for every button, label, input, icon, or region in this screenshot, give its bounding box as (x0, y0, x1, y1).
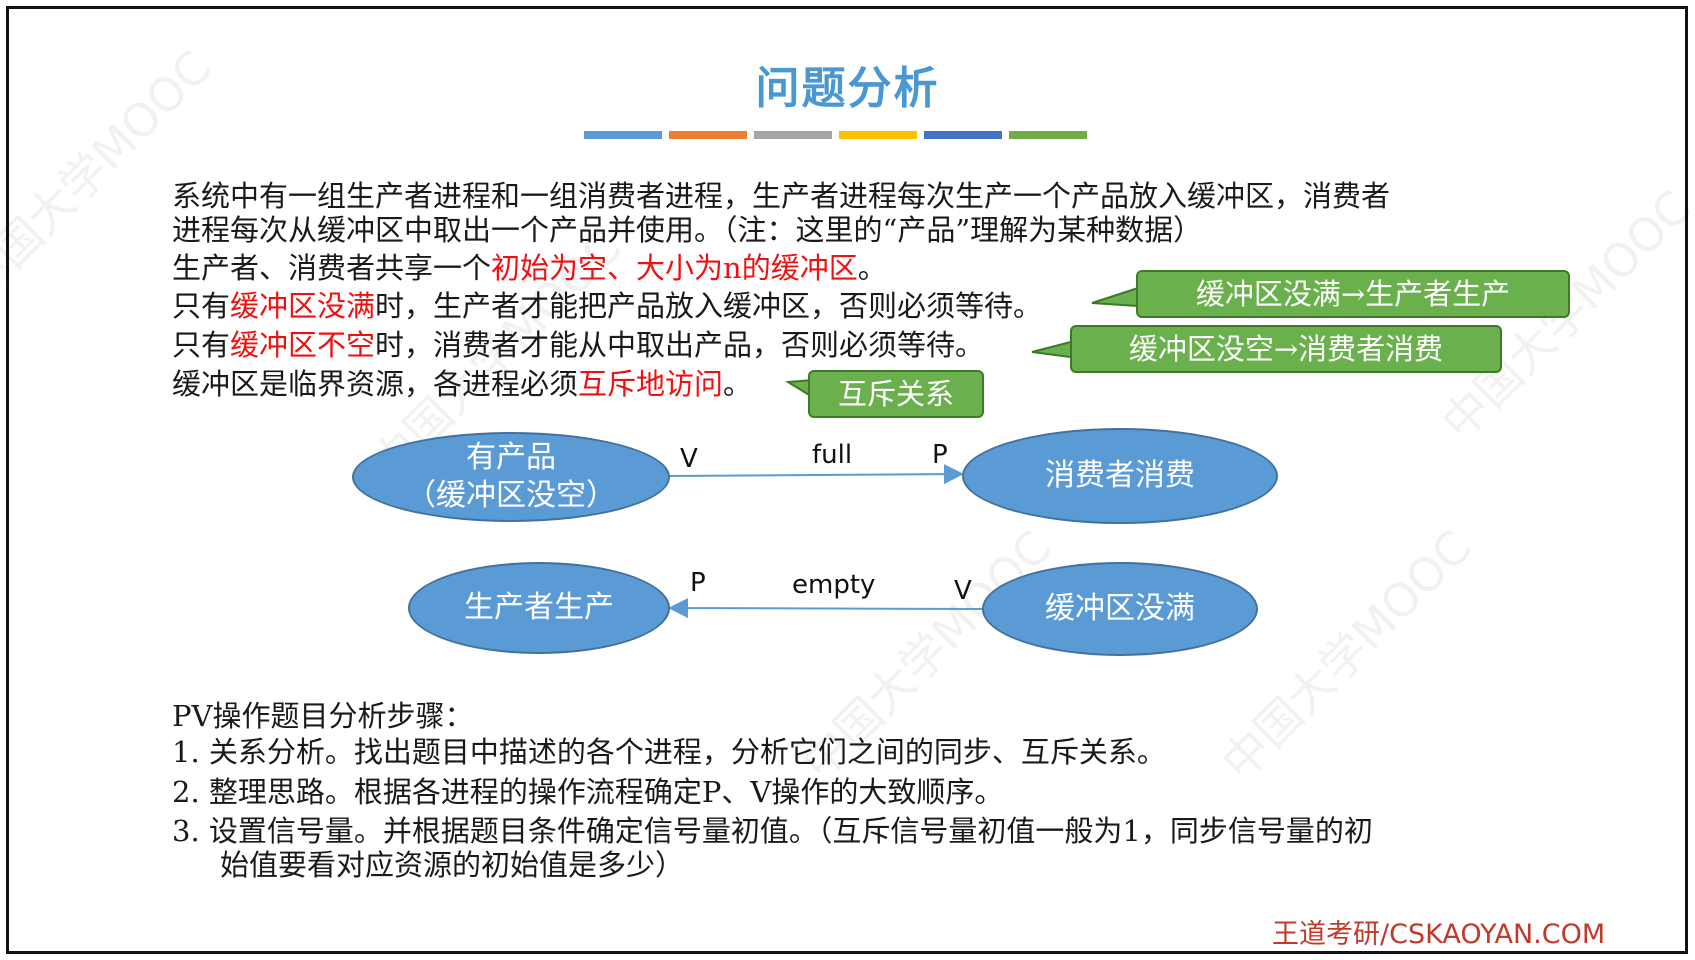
slide-title: 问题分析 (755, 63, 940, 114)
empty-v-label: V (954, 576, 972, 606)
full-p-label: P (932, 440, 948, 470)
color-bar (754, 131, 832, 139)
callout-producer: 缓冲区没满→生产者生产 (1136, 270, 1570, 318)
full-arrow (669, 464, 964, 485)
highlight-text: 初始为空、大小为n的缓冲区 (491, 251, 858, 285)
ellipse-producer: 生产者生产 (408, 562, 670, 654)
ellipse-label: （缓冲区没空） (406, 478, 616, 513)
ellipse-buffer-not-full: 缓冲区没满 (982, 562, 1258, 656)
intro-line-1: 系统中有一组生产者进程和一组消费者进程，生产者进程每次生产一个产品放入缓冲区，消… (172, 179, 1391, 213)
text-span: 只有 (172, 328, 231, 362)
highlight-text: 缓冲区没满 (230, 289, 376, 323)
footer-brand: 王道考研/CSKAOYAN.COM (1272, 919, 1606, 950)
text-span: 时，消费者才能从中取出产品，否则必须等待。 (375, 328, 985, 362)
ellipse-has-product: 有产品 （缓冲区没空） (352, 432, 670, 522)
ellipse-label: 有产品 (466, 440, 556, 475)
slide-frame (6, 6, 1688, 954)
empty-p-label: P (690, 568, 706, 598)
text-span: 缓冲区是临界资源，各进程必须 (172, 367, 579, 401)
text-span: 只有 (172, 289, 231, 323)
steps-heading: PV操作题目分析步骤： (172, 699, 474, 733)
empty-arrow (668, 598, 983, 619)
text-span: 时，生产者才能把产品放入缓冲区，否则必须等待。 (375, 289, 1043, 323)
color-bar (839, 131, 917, 139)
step-3-line-2: 始值要看对应资源的初始值是多少） (220, 848, 685, 882)
callout-mutex: 互斥关系 (808, 370, 984, 418)
full-v-label: V (680, 444, 698, 474)
step-2: 2. 整理思路。根据各进程的操作流程确定P、V操作的大致顺序。 (172, 775, 1004, 809)
intro-line-6: 缓冲区是临界资源，各进程必须互斥地访问。 (172, 366, 752, 402)
empty-label: empty (792, 570, 876, 600)
color-bar (584, 131, 662, 139)
highlight-text: 互斥地访问 (578, 367, 724, 401)
text-span: 生产者、消费者共享一个 (172, 251, 492, 285)
callout-consumer: 缓冲区没空→消费者消费 (1070, 325, 1502, 373)
intro-line-5: 只有缓冲区不空时，消费者才能从中取出产品，否则必须等待。 (172, 327, 984, 363)
intro-line-3: 生产者、消费者共享一个初始为空、大小为n的缓冲区。 (172, 250, 887, 286)
intro-line-4: 只有缓冲区没满时，生产者才能把产品放入缓冲区，否则必须等待。 (172, 288, 1042, 324)
text-span: 。 (857, 251, 887, 285)
color-bar (669, 131, 747, 139)
step-1: 1. 关系分析。找出题目中描述的各个进程，分析它们之间的同步、互斥关系。 (172, 735, 1166, 769)
color-bar (924, 131, 1002, 139)
highlight-text: 缓冲区不空 (230, 328, 376, 362)
intro-line-2: 进程每次从缓冲区中取出一个产品并使用。（注：这里的“产品”理解为某种数据） (172, 213, 1203, 247)
full-label: full (812, 440, 853, 470)
color-bar (1009, 131, 1087, 139)
text-span: 。 (723, 367, 753, 401)
ellipse-consumer: 消费者消费 (962, 428, 1278, 524)
step-3-line-1: 3. 设置信号量。并根据题目条件确定信号量初值。（互斥信号量初值一般为1，同步信… (172, 814, 1373, 848)
